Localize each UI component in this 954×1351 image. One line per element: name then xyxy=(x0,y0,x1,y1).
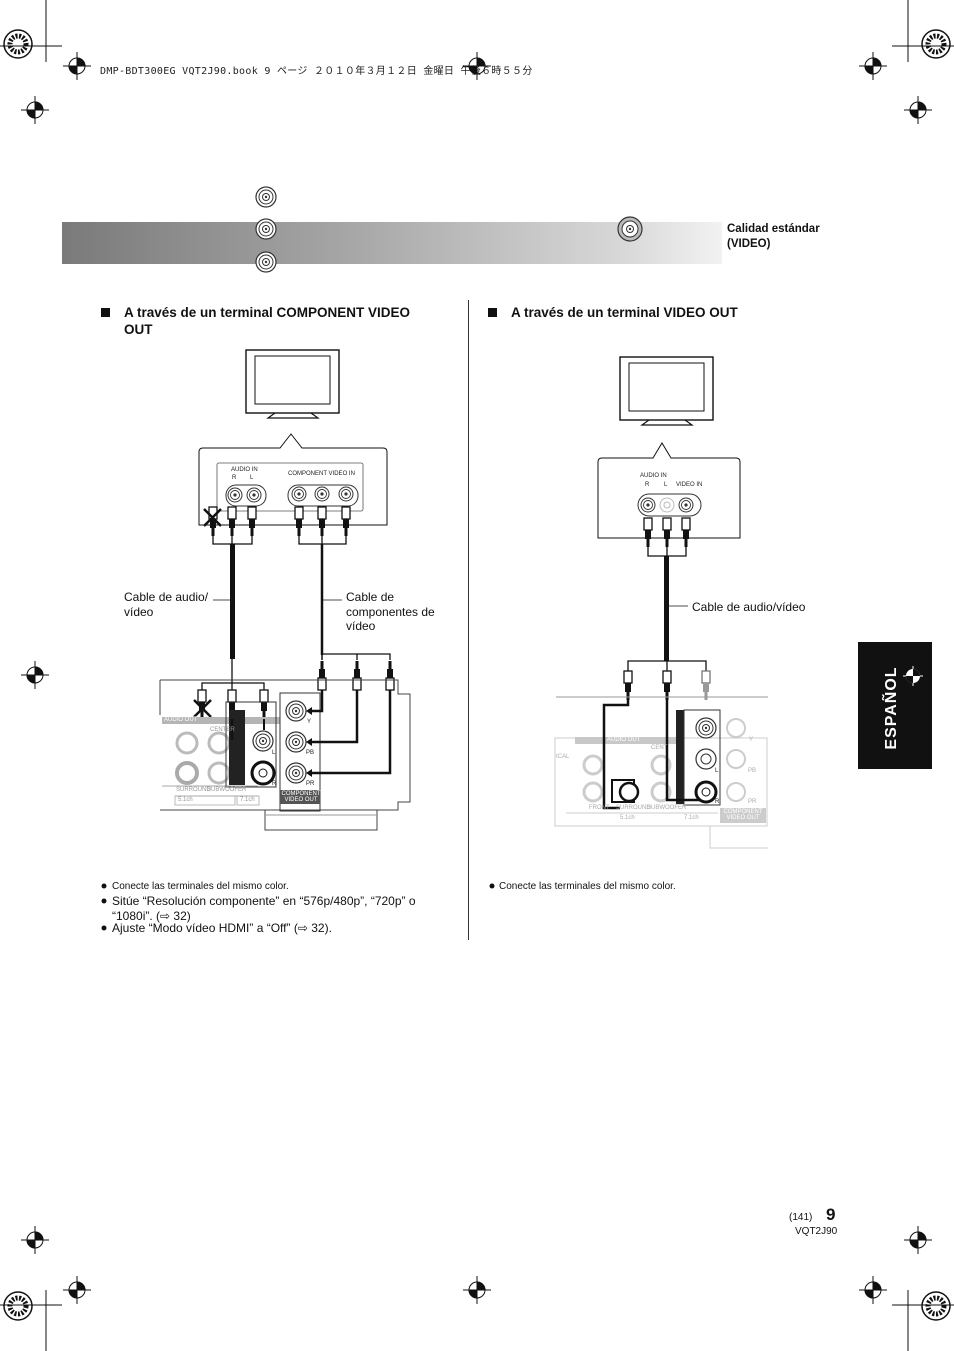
right-panel-video-in: VIDEO IN xyxy=(676,482,703,488)
bullet-dot-icon xyxy=(101,898,107,904)
right-player-pr: PR xyxy=(748,799,757,805)
right-player-71ch: 7.1ch xyxy=(684,815,699,821)
video-jack-icon xyxy=(617,216,643,242)
right-player-surround: SURROUND xyxy=(616,805,651,811)
left-note-1: Conecte las terminales del mismo color. xyxy=(112,881,289,892)
bullet-dot-icon xyxy=(101,925,107,931)
not-used-x-icon xyxy=(193,699,212,718)
right-heading: A través de un terminal VIDEO OUT xyxy=(488,304,828,321)
right-note-1: Conecte las terminales del mismo color. xyxy=(499,881,676,892)
right-player-51ch: 5.1ch xyxy=(620,815,635,821)
right-player-pb: PB xyxy=(748,768,757,774)
left-note-3: Ajuste “Modo vídeo HDMI” a “Off” (⇨ 32). xyxy=(112,921,332,935)
left-player-component-out: COMPONENT VIDEO OUT xyxy=(281,791,321,803)
right-cable-av-label: Cable de audio/vídeo xyxy=(692,600,806,614)
not-used-x-icon xyxy=(203,508,222,527)
right-panel-l: L xyxy=(664,482,668,488)
right-player-y: Y xyxy=(749,737,754,743)
left-heading: A través de un terminal COMPONENT VIDEO … xyxy=(101,304,441,338)
right-callout xyxy=(597,442,741,539)
left-player-center: CENTER xyxy=(210,727,235,733)
bullet-dot-icon xyxy=(101,883,107,889)
left-player-surround: SURROUND xyxy=(176,787,211,793)
column-divider xyxy=(468,300,469,940)
left-panel-component-in: COMPONENT VIDEO IN xyxy=(288,471,355,477)
file-header: DMP-BDT300EG VQT2J90.book 9 ページ ２０１０年３月１… xyxy=(100,66,533,77)
left-player-audio-out: AUDIO OUT xyxy=(164,717,198,723)
left-cable-av-label: Cable de audio/ vídeo xyxy=(124,590,209,619)
language-tab: ESPAÑOL xyxy=(858,642,932,769)
left-panel-audio-in: AUDIO IN xyxy=(231,467,258,473)
right-player-l: L xyxy=(715,768,719,774)
left-player-subwoofer: SUBWOOFER xyxy=(207,787,247,793)
left-heading-text: A través de un terminal COMPONENT VIDEO … xyxy=(124,305,411,337)
bullet-square-icon xyxy=(101,308,110,317)
player-rear-left xyxy=(159,679,411,831)
right-player-r: R xyxy=(715,799,720,805)
right-player-subwoofer: SUBWOOFER xyxy=(647,805,687,811)
player-rear-right xyxy=(554,696,768,849)
quality-label: Calidad estándar (VIDEO) xyxy=(727,223,820,250)
left-panel-r: R xyxy=(232,475,237,481)
component-jack-icon xyxy=(255,186,277,208)
language-tab-label: ESPAÑOL xyxy=(883,666,900,750)
right-player-center: CENT xyxy=(651,745,668,751)
right-heading-text: A través de un terminal VIDEO OUT xyxy=(511,305,738,320)
left-player-51ch: 5.1ch xyxy=(178,797,193,803)
right-player-cal: ICAL xyxy=(556,754,570,760)
right-player-component-out: COMPONENT VIDEO OUT xyxy=(723,809,763,821)
bullet-dot-icon xyxy=(489,883,495,889)
left-player-r: R xyxy=(272,781,277,787)
component-jack-icon xyxy=(255,251,277,273)
component-jack-icon xyxy=(255,218,277,240)
left-player-pb: PB xyxy=(306,750,315,756)
left-player-71ch: 7.1ch xyxy=(240,797,255,803)
model-code: VQT2J90 xyxy=(795,1226,838,1237)
left-note-2: Sitúe “Resolución componente” en “576p/4… xyxy=(112,894,416,923)
left-player-pr: PR xyxy=(306,781,315,787)
bullet-square-icon xyxy=(488,308,497,317)
crosshair-icon xyxy=(903,666,923,686)
right-player-front: FRONT xyxy=(589,805,610,811)
left-player-y: Y xyxy=(307,719,312,725)
page-ref: (141) xyxy=(789,1212,813,1223)
left-panel-l: L xyxy=(250,475,254,481)
tv-left-icon xyxy=(245,349,340,419)
left-cable-component-label: Cable de componentes de vídeo xyxy=(346,590,435,633)
right-panel-r: R xyxy=(645,482,650,488)
left-player-l: L xyxy=(272,750,276,756)
tv-right-icon xyxy=(619,356,714,426)
right-panel-audio-in: AUDIO IN xyxy=(640,473,667,479)
page-number: 9 xyxy=(826,1205,836,1224)
quality-banner xyxy=(62,222,722,264)
right-player-audio-out: AUDIO OUT xyxy=(607,737,641,743)
